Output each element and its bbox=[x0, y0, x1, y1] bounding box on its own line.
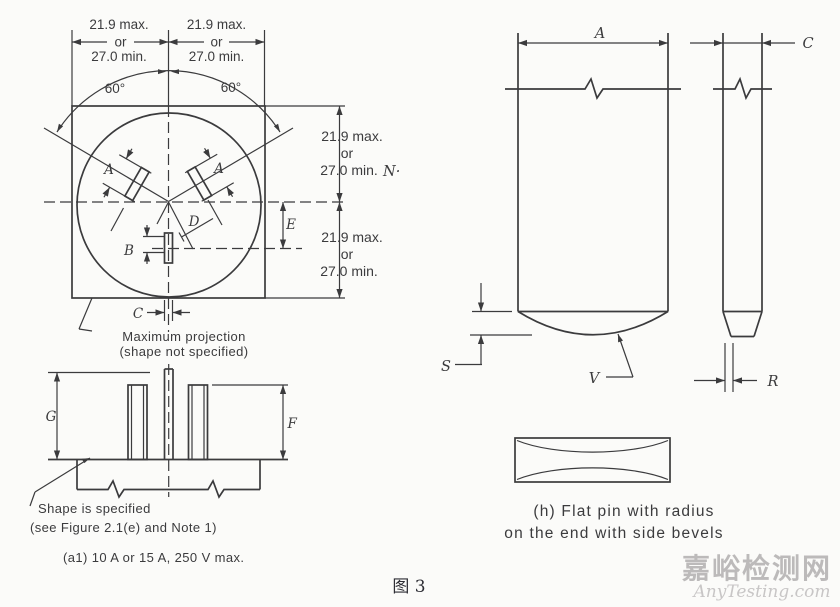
watermark-site-url: AnyTesting.com bbox=[691, 582, 830, 602]
dim-tick bbox=[178, 232, 185, 242]
dim-line bbox=[102, 186, 111, 198]
break-line bbox=[505, 76, 681, 100]
leader-foot bbox=[78, 328, 93, 332]
extension-line bbox=[201, 182, 235, 202]
dim-line-d bbox=[181, 217, 214, 238]
shape-note-2: (see Figure 2.1(e) and Note 1) bbox=[30, 520, 217, 535]
leader-arrowhead bbox=[618, 334, 623, 343]
arc-arrowhead bbox=[57, 123, 64, 132]
side-view: G F Shape is specified (see Figure 2.1(e… bbox=[29, 364, 298, 565]
dim-label-s: S bbox=[441, 359, 451, 375]
angle-arc bbox=[56, 70, 281, 133]
leader-arrowhead bbox=[81, 458, 90, 464]
angle-ref-line-right bbox=[167, 201, 194, 250]
pin-slot-right bbox=[184, 147, 235, 202]
dim-label-c: C bbox=[802, 36, 813, 52]
arc-arrowhead bbox=[171, 69, 179, 75]
dim-text-right-upper-2: or bbox=[341, 145, 354, 161]
figure-number-label: 图 3 bbox=[392, 577, 425, 597]
dim-text-top-right-2: or bbox=[210, 35, 223, 50]
rating-note: (a1) 10 A or 15 A, 250 V max. bbox=[63, 550, 244, 565]
dim-text-top-left-1: 21.9 max. bbox=[89, 17, 148, 32]
dim-line bbox=[226, 186, 234, 198]
note-marker-n: N· bbox=[382, 164, 400, 180]
radial-line-left bbox=[43, 127, 169, 203]
pin-detail-caption-2: on the end with side bevels bbox=[504, 525, 723, 542]
extension-line bbox=[184, 153, 218, 174]
dim-label-a-right: A bbox=[212, 161, 224, 177]
arc-arrowhead bbox=[273, 123, 280, 132]
pin-right bbox=[187, 384, 209, 461]
dim-text-right-lower-2: or bbox=[341, 246, 354, 262]
dim-line bbox=[125, 148, 134, 160]
pin-detail-caption-1: (h) Flat pin with radius bbox=[533, 503, 714, 520]
extension-line bbox=[118, 154, 152, 174]
leader-line bbox=[34, 457, 91, 493]
extension-line bbox=[102, 182, 136, 203]
bevel-curve-top bbox=[516, 439, 669, 453]
dim-label-a: A bbox=[593, 26, 605, 42]
radial-line-right bbox=[168, 127, 294, 203]
dim-label-f: F bbox=[287, 416, 298, 432]
dim-label-r: R bbox=[767, 374, 779, 390]
dim-text-right-upper-1: 21.9 max. bbox=[321, 128, 382, 144]
dim-text-top-left-2: or bbox=[114, 35, 127, 50]
dim-label-a-left: A bbox=[102, 162, 114, 178]
projection-note-1: Maximum projection bbox=[122, 329, 246, 344]
pin-end-radius bbox=[517, 310, 669, 336]
pin-slot-bottom bbox=[163, 232, 174, 264]
body-bottom-break bbox=[77, 479, 260, 499]
dim-text-top-right-3: 27.0 min. bbox=[189, 49, 245, 64]
leader-line bbox=[78, 297, 93, 330]
pin-detail-view: A S V C R bbox=[441, 26, 814, 542]
angle-label-right: 60° bbox=[221, 80, 241, 95]
dim-text-right-upper-3: 27.0 min. bbox=[320, 162, 378, 178]
shape-note-1: Shape is specified bbox=[38, 501, 151, 516]
angle-label-left: 60° bbox=[105, 81, 125, 96]
pin-slot-left bbox=[102, 148, 152, 203]
footer: 图 3 嘉峪检测网 AnyTesting.com bbox=[392, 552, 832, 602]
dim-label-v: V bbox=[589, 371, 601, 387]
arc-arrowhead bbox=[158, 69, 166, 75]
dim-label-b: B bbox=[123, 243, 134, 259]
dim-text-right-lower-3: 27.0 min. bbox=[320, 263, 378, 279]
dim-label-g: G bbox=[46, 409, 57, 425]
dim-text-top-right-1: 21.9 max. bbox=[187, 17, 246, 32]
bevel-side bbox=[722, 311, 732, 337]
pin-left bbox=[127, 384, 148, 461]
bevel-side bbox=[753, 311, 763, 337]
pin-end-view-outline bbox=[514, 437, 671, 483]
pin-slot-outline bbox=[123, 166, 151, 202]
leader-line bbox=[29, 491, 36, 507]
bevel-curve-bottom bbox=[516, 467, 669, 481]
slot-axis-extension-left bbox=[110, 207, 125, 232]
angle-ref-line-left bbox=[156, 201, 170, 225]
break-line bbox=[713, 76, 772, 101]
dim-label-d: D bbox=[188, 214, 200, 230]
face-view: 21.9 max. or 27.0 min. 21.9 max. or 27.0… bbox=[43, 17, 400, 359]
dim-label-e: E bbox=[285, 217, 296, 233]
dim-text-right-lower-1: 21.9 max. bbox=[321, 229, 382, 245]
dim-label-c: C bbox=[133, 306, 144, 322]
watermark-chinese: 嘉峪检测网 bbox=[682, 552, 832, 585]
dim-text-top-left-3: 27.0 min. bbox=[91, 49, 147, 64]
dim-line bbox=[203, 147, 211, 159]
slot-axis-extension-right bbox=[207, 199, 223, 226]
projection-note-2: (shape not specified) bbox=[119, 344, 248, 359]
